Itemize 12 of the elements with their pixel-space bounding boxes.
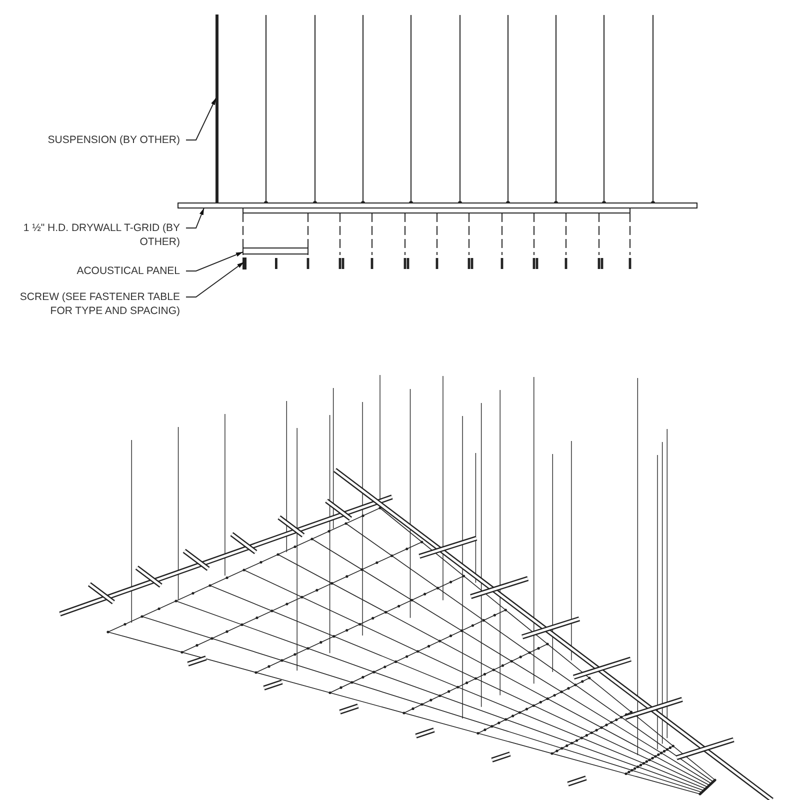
leader-line: [186, 262, 244, 298]
suspension-rod: [216, 14, 218, 204]
acoustical-panel: [242, 248, 308, 254]
leader-line: [186, 252, 244, 272]
callout-label: SUSPENSION (BY OTHER): [5, 133, 180, 147]
callout-label: ACOUSTICAL PANEL: [5, 264, 180, 278]
screw: [242, 258, 246, 270]
callout-label: SCREW (SEE FASTENER TABLE FOR TYPE AND SPACING): [5, 290, 180, 318]
leader-line: [186, 98, 216, 140]
t-grid-runner: [178, 202, 698, 208]
callout-label: 1 ½" H.D. DRYWALL T-GRID (BY OTHER): [5, 221, 180, 249]
leader-line: [186, 208, 204, 228]
